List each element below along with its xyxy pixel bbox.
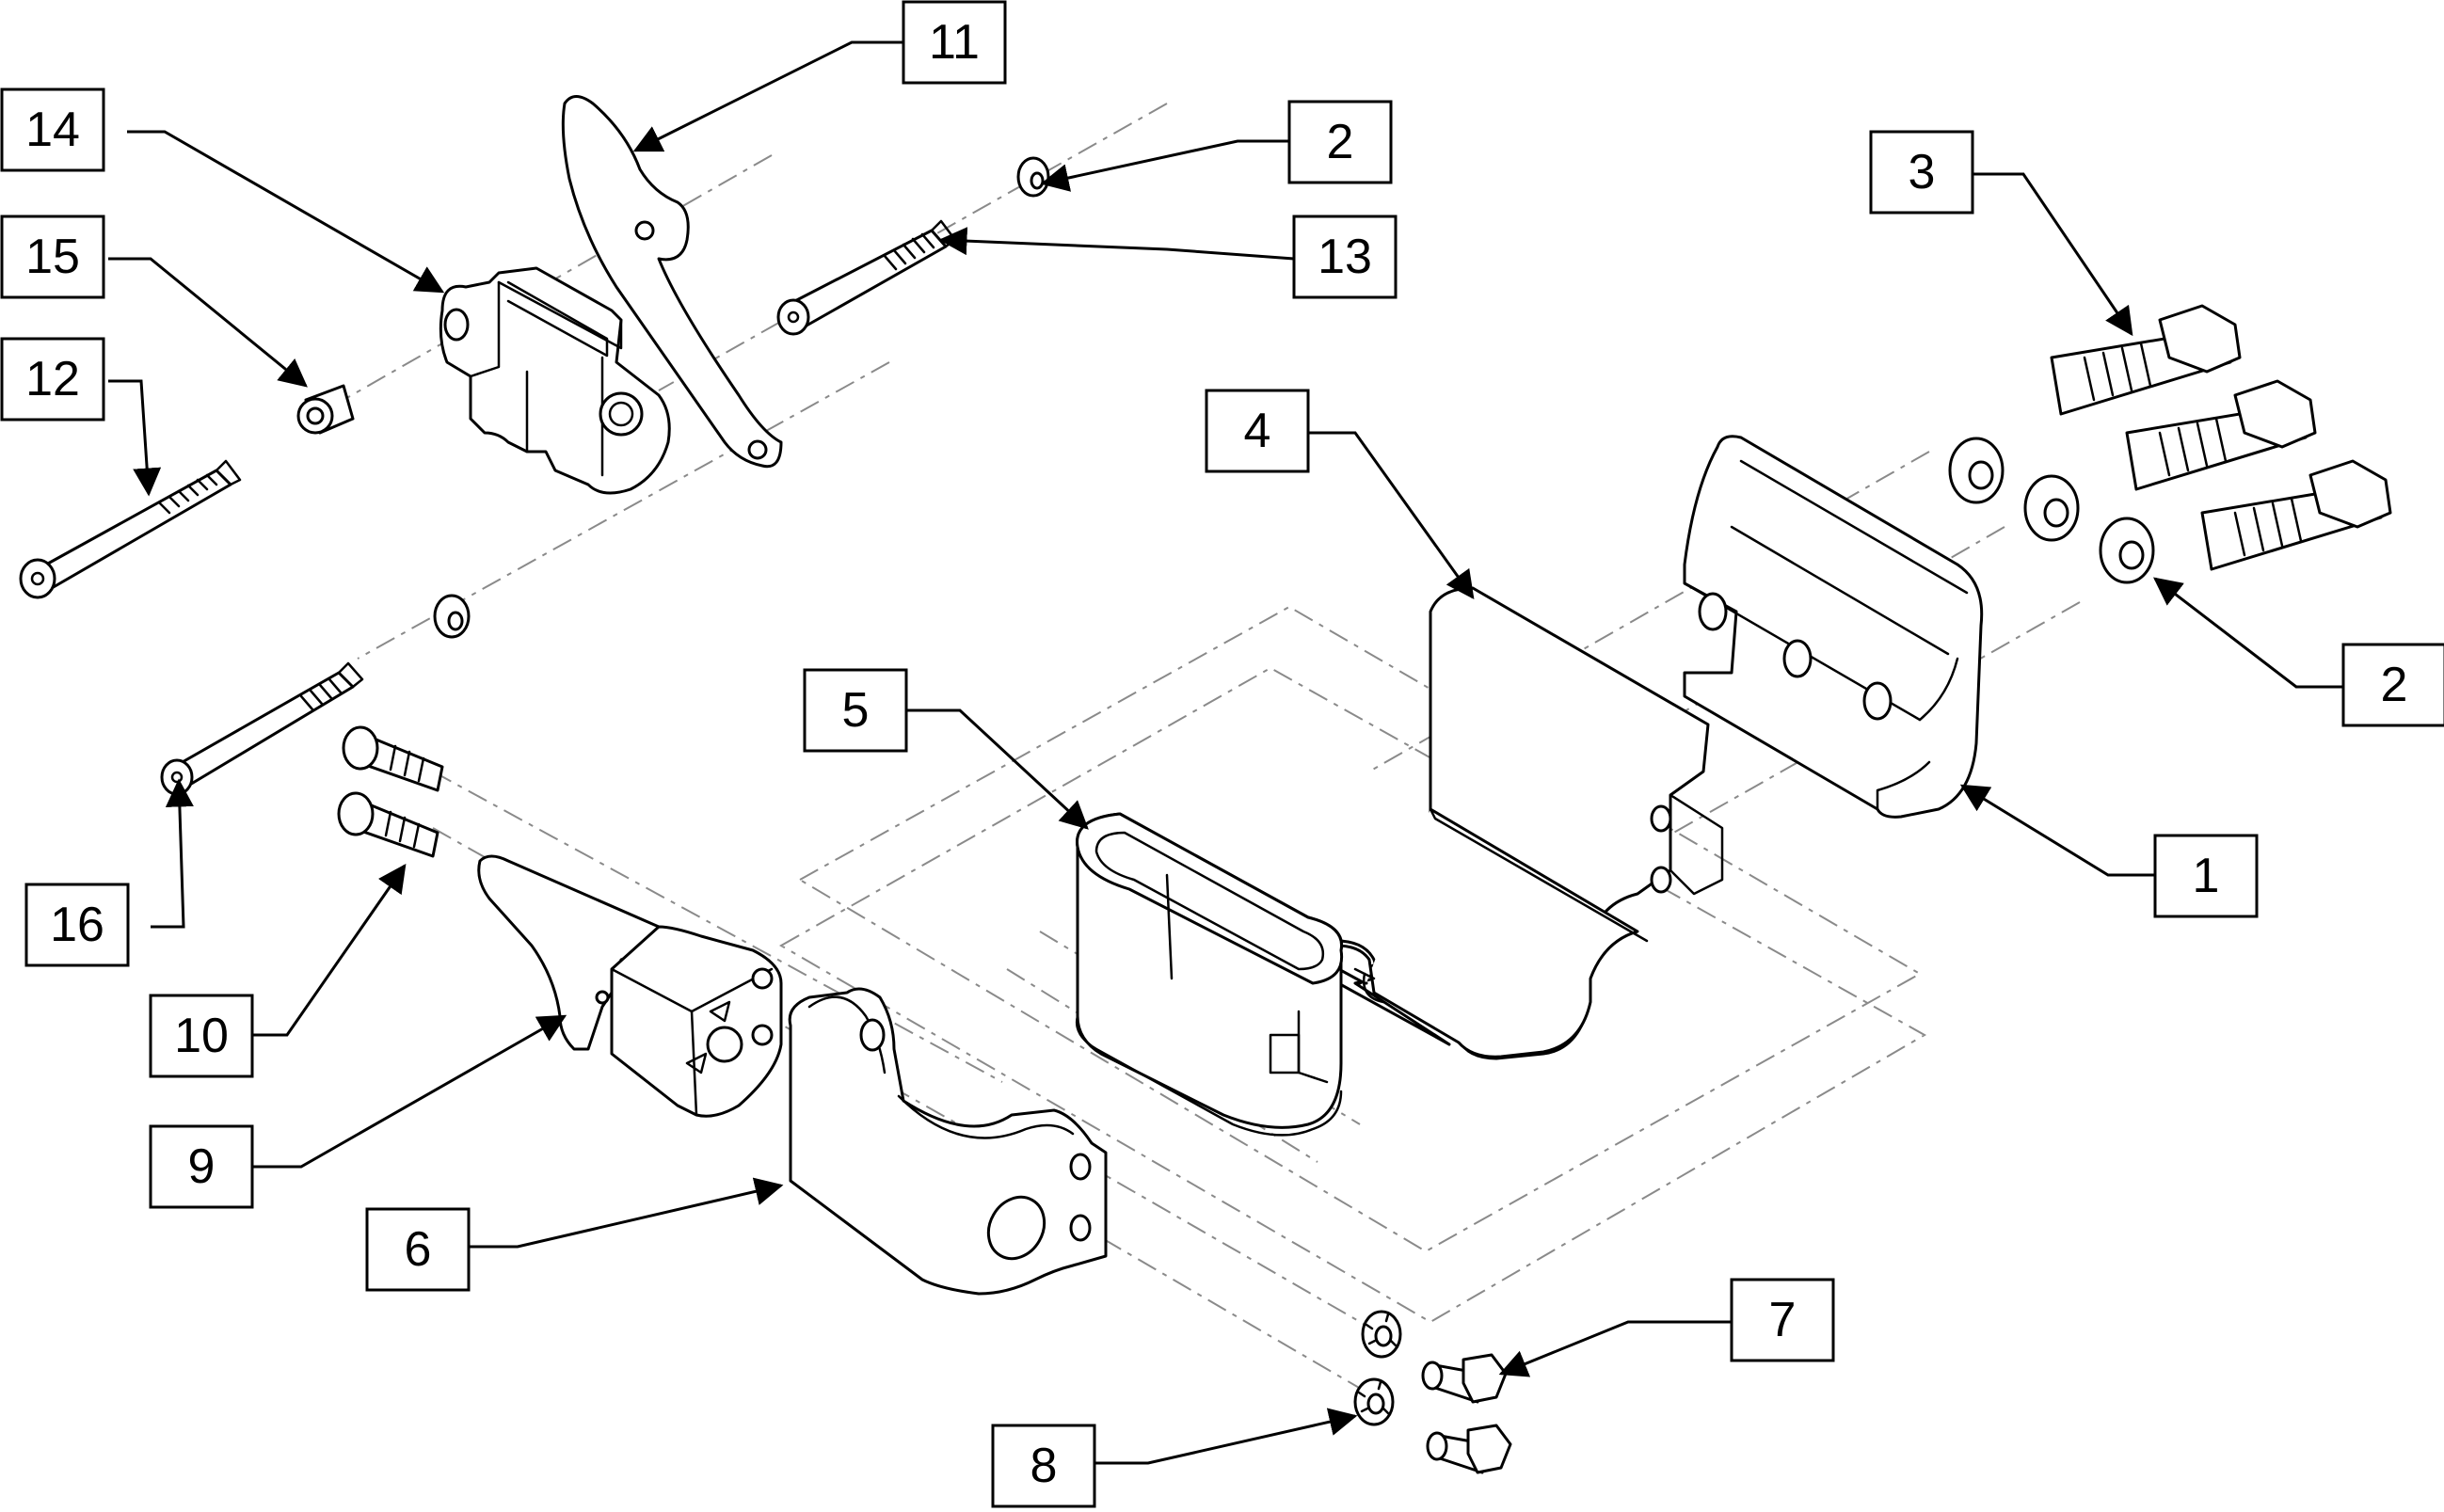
part-9-latch-lever	[477, 854, 783, 1118]
leader-lines	[108, 40, 2343, 1465]
callout-2-top: 2	[1287, 100, 1393, 184]
callout-14: 14	[0, 88, 105, 172]
outline-outer	[797, 605, 1923, 1253]
callout-11: 11	[902, 0, 1007, 85]
svg-text:7: 7	[1769, 1293, 1797, 1347]
callout-2-right: 2	[2341, 643, 2444, 727]
svg-text:15: 15	[25, 230, 80, 284]
callout-16: 16	[24, 883, 130, 967]
svg-text:2: 2	[1327, 115, 1354, 169]
part-11-plate	[561, 95, 783, 469]
part-8-lock-washers	[1353, 1310, 1402, 1426]
svg-text:12: 12	[25, 352, 80, 406]
callout-7: 7	[1730, 1278, 1835, 1362]
svg-text:6: 6	[405, 1222, 432, 1277]
callout-15: 15	[0, 215, 105, 299]
svg-text:9: 9	[188, 1139, 216, 1194]
part-7-hex-screws	[1421, 1353, 1512, 1474]
callout-5: 5	[803, 668, 908, 753]
callout-6: 6	[365, 1207, 471, 1292]
svg-text:3: 3	[1909, 145, 1936, 199]
part-16-screw	[160, 661, 364, 796]
part-3-hex-bolts	[2050, 304, 2392, 571]
svg-text:2: 2	[2381, 658, 2408, 712]
callout-4: 4	[1205, 389, 1310, 473]
svg-text:1: 1	[2193, 849, 2220, 903]
part-5-sleeve	[1075, 812, 1344, 1137]
part-6-lower-bracket	[788, 987, 1108, 1296]
svg-text:8: 8	[1030, 1439, 1058, 1493]
part-10-socket-screws	[337, 725, 444, 858]
assembly-outlines	[778, 605, 1927, 1324]
svg-text:16: 16	[50, 898, 104, 952]
svg-text:4: 4	[1244, 404, 1271, 458]
part-14-latch-housing	[439, 266, 671, 495]
svg-text:10: 10	[174, 1009, 229, 1063]
callout-8: 8	[991, 1424, 1096, 1508]
svg-text:5: 5	[842, 683, 870, 738]
svg-text:14: 14	[25, 103, 80, 157]
part-1-channel-bracket	[1683, 435, 1984, 819]
callout-3: 3	[1869, 130, 1974, 215]
callout-10: 10	[149, 994, 254, 1078]
part-12-long-screw	[19, 459, 242, 599]
callout-12: 12	[0, 337, 105, 422]
svg-text:13: 13	[1318, 230, 1372, 284]
part-4-cradle-bracket	[1305, 586, 1724, 1060]
callout-13: 13	[1292, 215, 1398, 299]
outline-inner	[778, 666, 1927, 1324]
part-15-spacer	[296, 384, 355, 435]
svg-text:11: 11	[929, 15, 980, 70]
callout-1: 1	[2153, 834, 2259, 918]
callout-9: 9	[149, 1124, 254, 1209]
part-13-screw	[776, 219, 957, 336]
